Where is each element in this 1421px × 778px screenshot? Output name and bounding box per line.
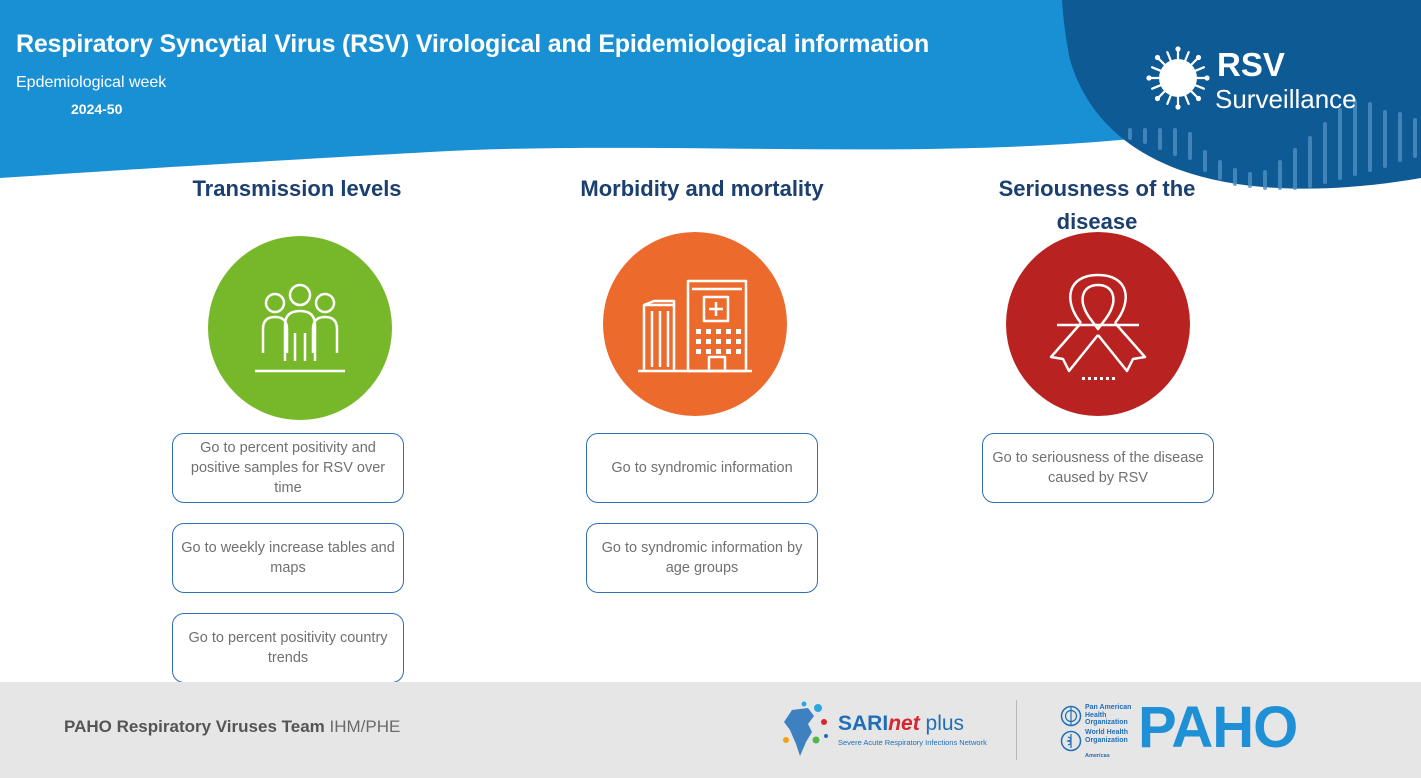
team-name: PAHO Respiratory Viruses Team bbox=[64, 717, 325, 736]
syndromic-information-age-groups-button[interactable]: Go to syndromic information by age group… bbox=[586, 523, 818, 593]
percent-positivity-samples-button[interactable]: Go to percent positivity and positive sa… bbox=[172, 433, 404, 503]
week-label: Epdemiological week bbox=[16, 74, 167, 91]
virus-icon bbox=[1146, 46, 1210, 110]
week-value: 2024-50 bbox=[71, 101, 123, 117]
sarinet-subtitle: Severe Acute Respiratory Infections Netw… bbox=[838, 738, 987, 747]
rsv-logo-subtitle: Surveillance bbox=[1215, 84, 1357, 114]
hospital-icon bbox=[638, 279, 752, 373]
sarinet-name: SARInet plus bbox=[838, 712, 965, 735]
paho-logo: PAHO bbox=[1138, 695, 1298, 760]
transmission-circle bbox=[208, 236, 392, 420]
paho-org-name: Pan American Health Organization bbox=[1085, 704, 1132, 726]
section-title-morbidity: Morbidity and mortality bbox=[580, 176, 824, 201]
people-group-icon bbox=[255, 283, 345, 373]
page-title: Respiratory Syncytial Virus (RSV) Virolo… bbox=[16, 30, 930, 58]
footer: PAHO Respiratory Viruses Team IHM/PHE SA… bbox=[0, 682, 1421, 778]
seriousness-disease-button[interactable]: Go to seriousness of the disease caused … bbox=[982, 433, 1214, 503]
ribbon-icon bbox=[1049, 273, 1147, 380]
team-credit: PAHO Respiratory Viruses Team IHM/PHE bbox=[64, 717, 400, 737]
percent-positivity-country-trends-button[interactable]: Go to percent positivity country trends bbox=[172, 613, 404, 683]
who-org-name: World Health Organization bbox=[1085, 729, 1129, 744]
section-title-seriousness: Seriousness of the disease bbox=[998, 176, 1196, 234]
section-title-transmission: Transmission levels bbox=[192, 176, 402, 201]
sarinet-logo-icon bbox=[783, 701, 828, 756]
footer-divider bbox=[1016, 700, 1017, 760]
who-region: Americas bbox=[1085, 753, 1110, 759]
weekly-increase-tables-button[interactable]: Go to weekly increase tables and maps bbox=[172, 523, 404, 593]
header-banner bbox=[0, 0, 1421, 190]
seriousness-circle bbox=[1006, 232, 1190, 416]
who-emblem-icon bbox=[1060, 730, 1082, 752]
syndromic-information-button[interactable]: Go to syndromic information bbox=[586, 433, 818, 503]
team-unit: IHM/PHE bbox=[329, 717, 401, 736]
morbidity-circle bbox=[603, 232, 787, 416]
paho-emblem-icon bbox=[1060, 705, 1082, 727]
rsv-logo-title: RSV bbox=[1217, 46, 1285, 83]
